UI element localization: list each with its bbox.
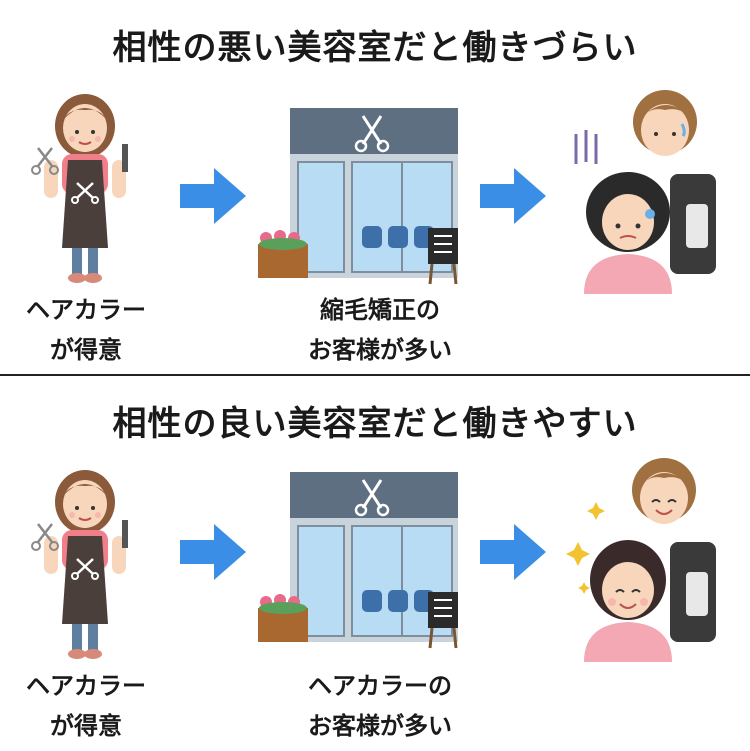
confused-customer-illustration bbox=[574, 90, 716, 294]
good-match-section: 相性の良い美容室だと働きやすい ヘアカラー が得意 bbox=[0, 376, 750, 751]
happy-customer-illustration bbox=[566, 458, 716, 662]
section-title: 相性の悪い美容室だと働きづらい bbox=[112, 28, 638, 68]
salon-caption: 縮毛矯正の お客様が多い bbox=[308, 296, 452, 364]
arrow-right-icon bbox=[480, 168, 546, 224]
section-divider bbox=[0, 374, 750, 376]
salon-illustration bbox=[258, 108, 458, 285]
bad-match-section: 相性の悪い美容室だと働きづらい ヘアカラー が得意 bbox=[0, 0, 750, 375]
stylist-illustration bbox=[31, 470, 128, 659]
salon-caption: ヘアカラーの お客様が多い bbox=[308, 672, 452, 740]
arrow-right-icon bbox=[180, 524, 246, 580]
arrow-right-icon bbox=[180, 168, 246, 224]
arrow-right-icon bbox=[480, 524, 546, 580]
stylist-caption: ヘアカラー が得意 bbox=[26, 672, 146, 740]
stylist-caption: ヘアカラー が得意 bbox=[26, 296, 146, 364]
stylist-illustration bbox=[31, 94, 128, 283]
salon-illustration bbox=[258, 472, 458, 649]
section-title: 相性の良い美容室だと働きやすい bbox=[112, 404, 638, 444]
